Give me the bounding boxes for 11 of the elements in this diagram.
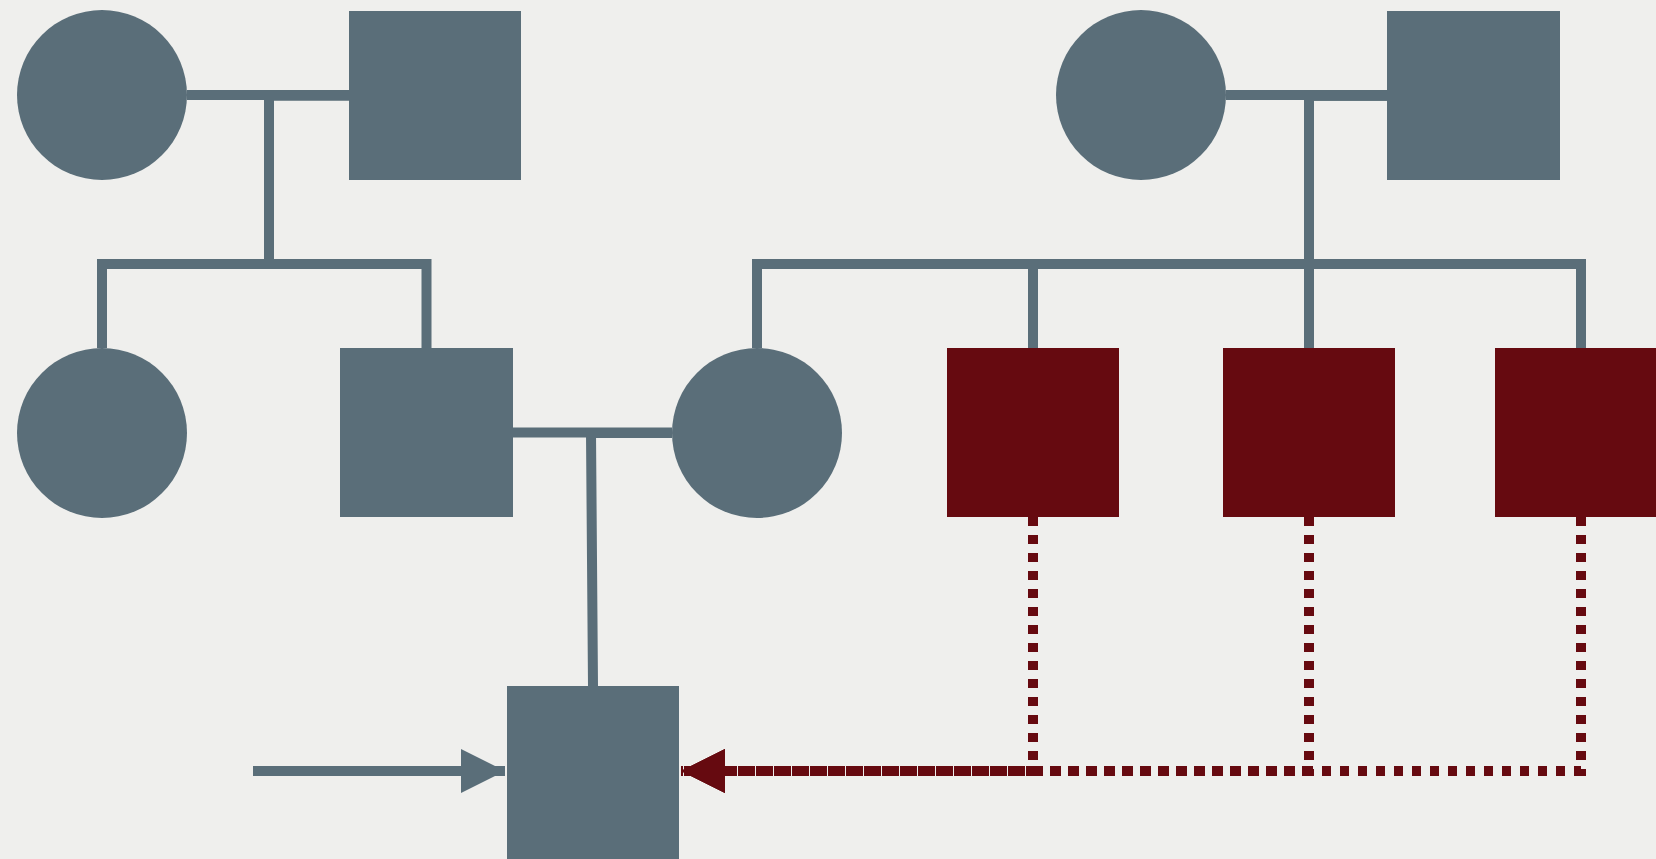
- square-symbol: [1495, 348, 1656, 517]
- square-symbol: [947, 348, 1119, 517]
- dotted-arrow: [681, 517, 1586, 793]
- square-symbol: [1387, 11, 1560, 180]
- square-symbol: [349, 11, 521, 180]
- square-symbol: [1223, 348, 1395, 517]
- square-symbol: [340, 348, 513, 517]
- square-symbol: [507, 686, 679, 859]
- connector-line: [187, 90, 349, 100]
- arrow: [253, 749, 505, 793]
- connector-line: [1226, 90, 1387, 100]
